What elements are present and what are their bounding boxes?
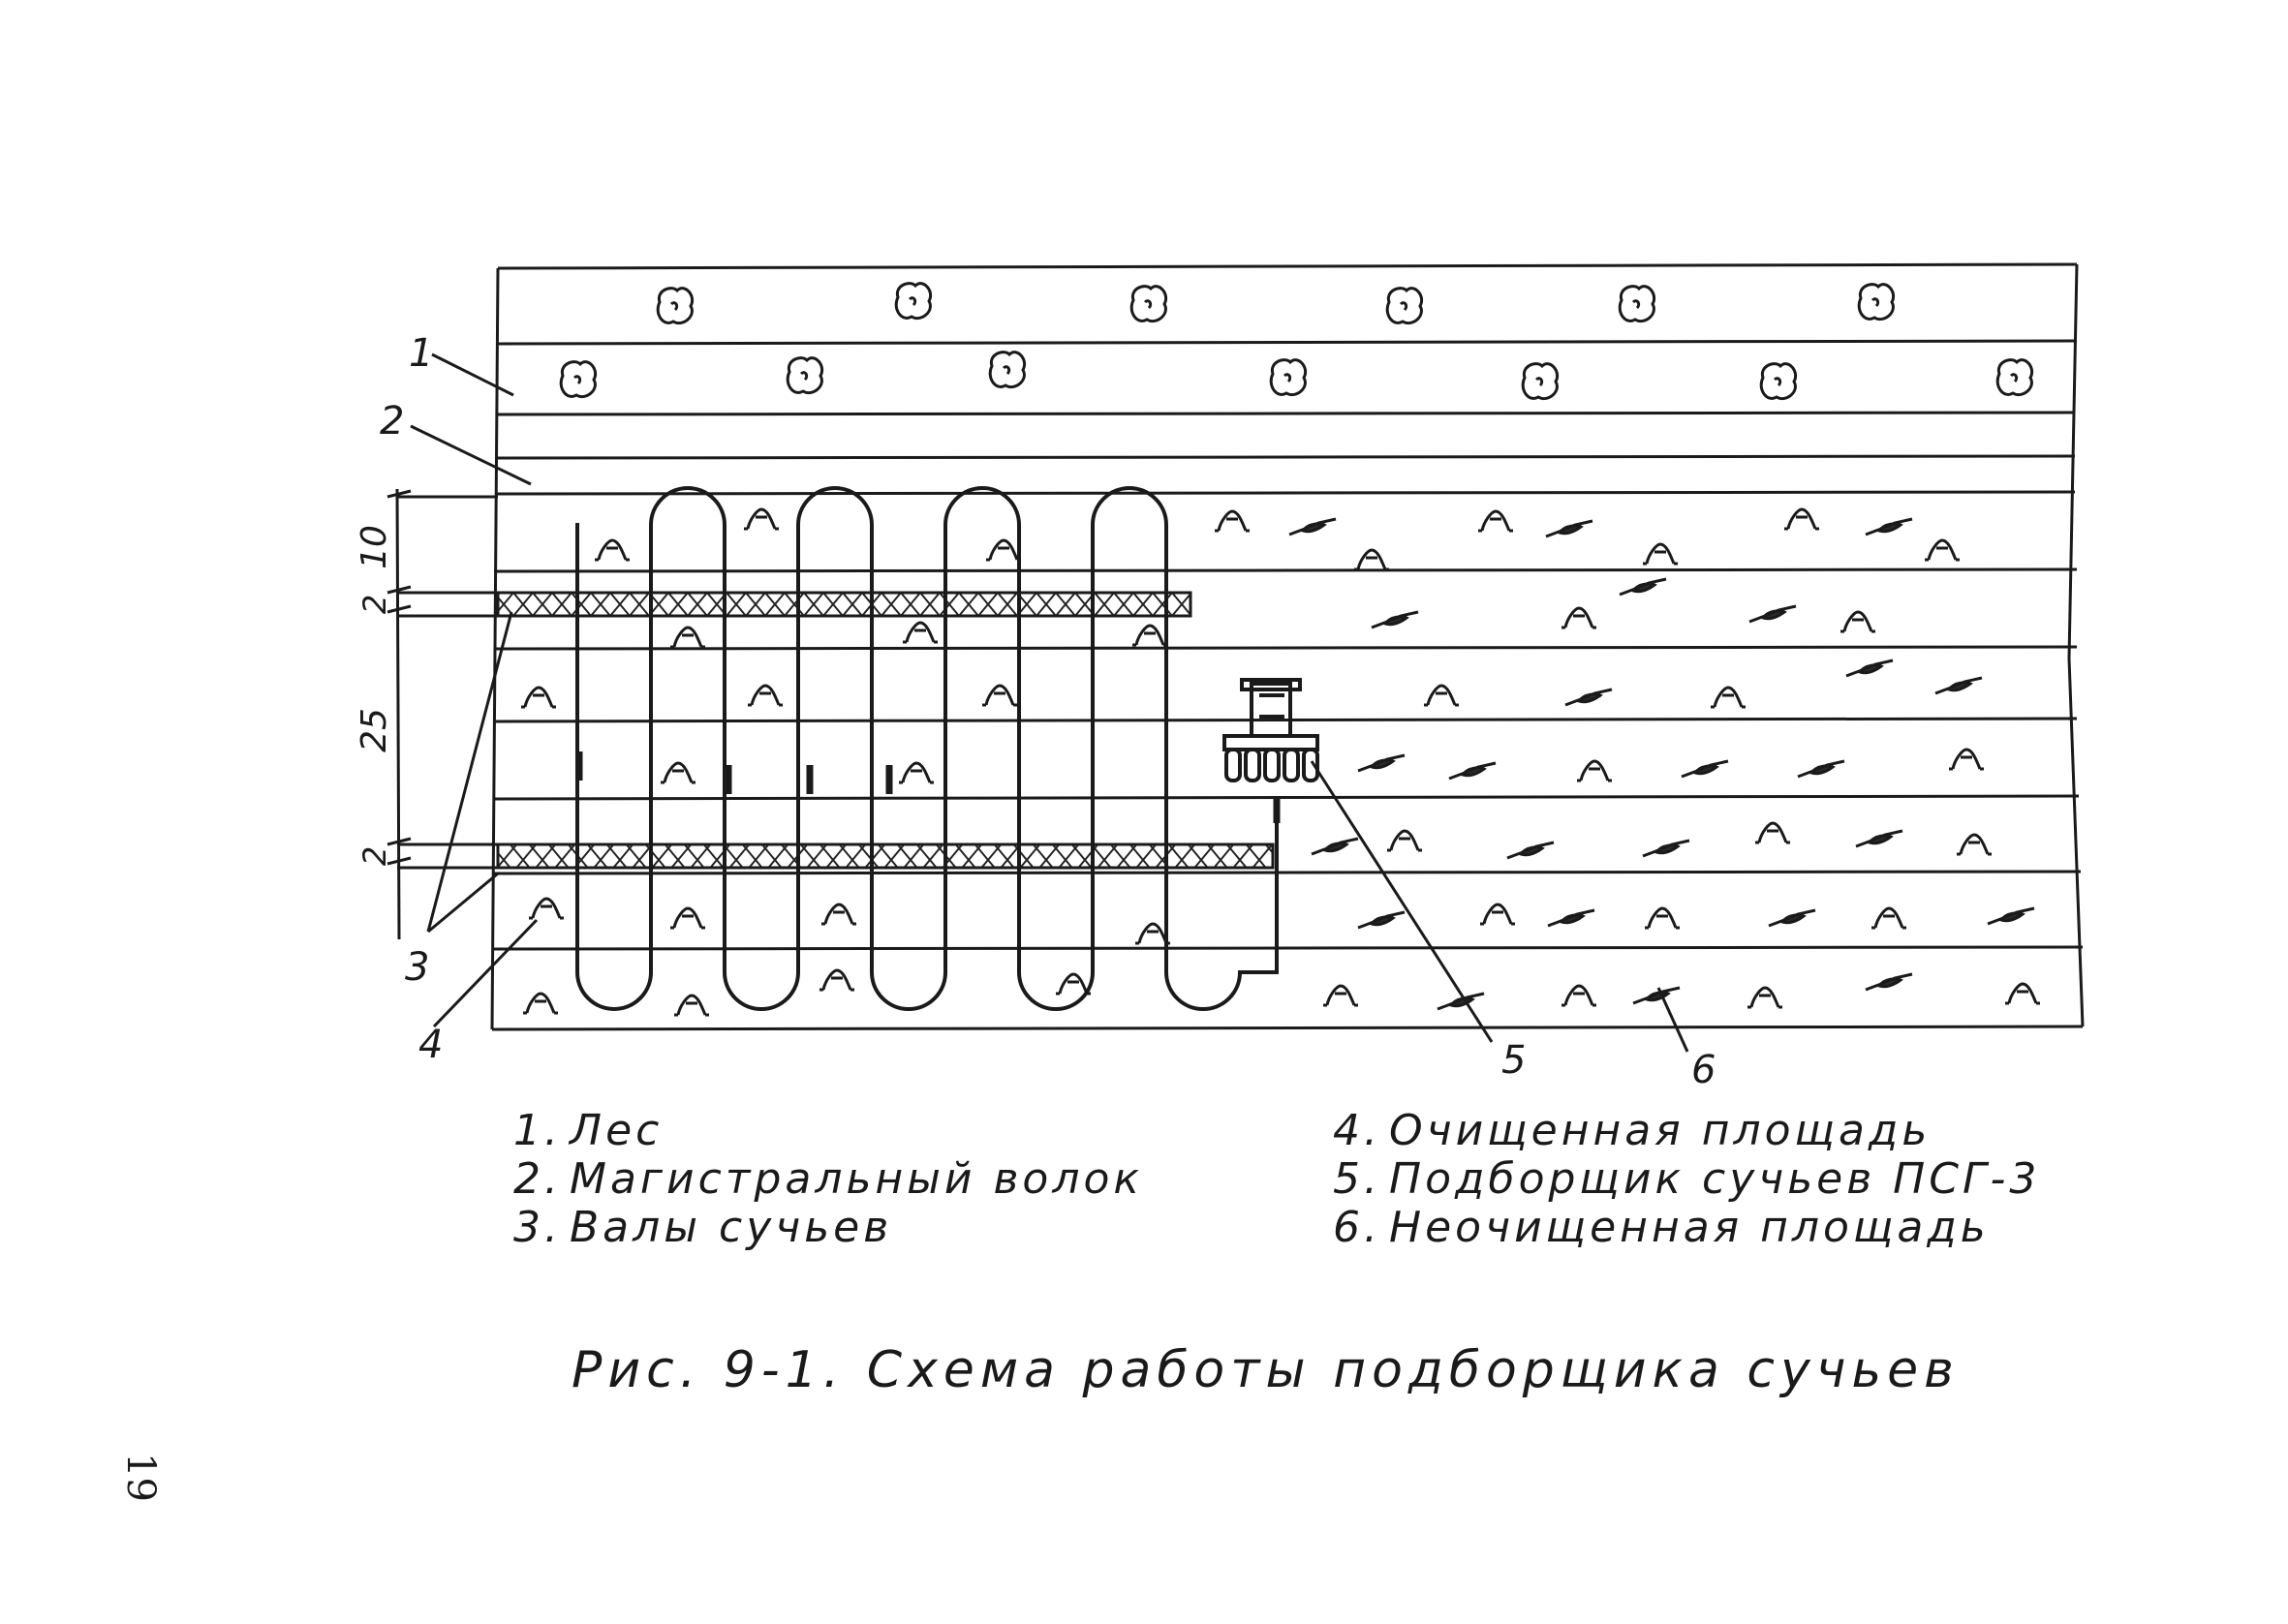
cleared-stumps <box>519 507 1172 1017</box>
legend-text: Неочищенная площадь <box>1389 1203 1990 1252</box>
legend-text: Очищенная площадь <box>1389 1106 1932 1155</box>
callout-3: 3 <box>405 945 429 990</box>
callout-2: 2 <box>380 399 404 444</box>
legend-text: Подборщик сучьев ПСГ-3 <box>1389 1154 2041 1204</box>
legend-num: 1. <box>513 1106 562 1155</box>
legend-text: Магистральный волок <box>570 1154 1143 1204</box>
picker-machine <box>1222 678 1319 782</box>
callout-1: 1 <box>409 331 433 376</box>
legend-item-3: 3.Валы сучьев <box>513 1203 892 1252</box>
legend-text: Валы сучьев <box>570 1203 893 1252</box>
dim-label-25: 25 <box>355 708 394 752</box>
callout-4: 4 <box>418 1023 443 1067</box>
frame-right <box>2067 263 2085 1027</box>
legend-num: 5. <box>1333 1154 1381 1204</box>
legend-num: 3. <box>513 1203 562 1252</box>
frame-top <box>497 262 2078 270</box>
legend-item-4: 4.Очищенная площадь <box>1333 1106 1931 1155</box>
page-number: 19 <box>118 1453 163 1502</box>
legend-item-1: 1.Лес <box>513 1106 663 1155</box>
legend-num: 6. <box>1333 1203 1381 1252</box>
legend-num: 2. <box>513 1154 562 1204</box>
windrow-lower <box>496 843 1275 870</box>
windrow-upper <box>496 591 1192 618</box>
uncleared-items <box>1213 507 2042 1011</box>
dim-label-2b: 2 <box>356 846 393 866</box>
picker-track <box>575 486 1279 1011</box>
callout-6: 6 <box>1691 1048 1716 1092</box>
track-direction-marks <box>575 751 1281 823</box>
leader-lines <box>410 352 1689 1053</box>
legend-item-2: 2.Магистральный волок <box>513 1154 1143 1204</box>
legend-item-6: 6.Неочищенная площадь <box>1333 1203 1990 1252</box>
legend-num: 4. <box>1333 1106 1381 1155</box>
dim-label-2a: 2 <box>356 595 393 614</box>
dim-label-10: 10 <box>355 525 394 569</box>
figure-caption: Рис. 9-1. Схема работы подборщика сучьев <box>572 1341 1960 1399</box>
legend-item-5: 5.Подборщик сучьев ПСГ-3 <box>1333 1154 2040 1204</box>
callout-5: 5 <box>1501 1038 1526 1083</box>
dimension-chain <box>386 488 498 940</box>
frame-bottom <box>491 1025 2084 1031</box>
strip-lines <box>493 339 2084 951</box>
legend-text: Лес <box>570 1106 664 1155</box>
